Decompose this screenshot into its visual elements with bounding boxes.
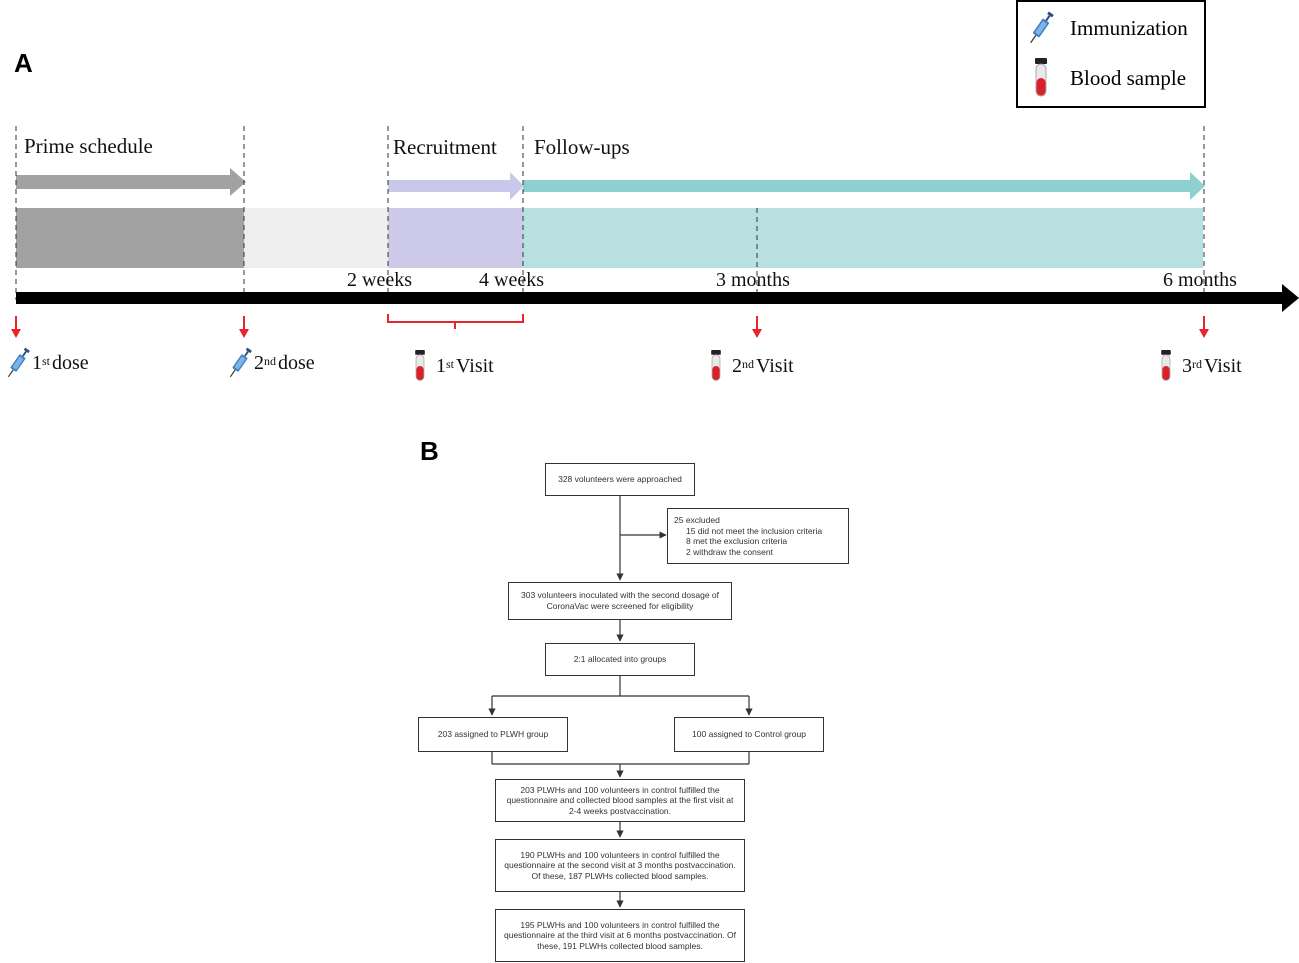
legend-immunization-label: Immunization xyxy=(1070,15,1188,40)
gap-band xyxy=(244,208,388,268)
excluded-title: 25 excluded xyxy=(674,515,720,525)
event-label: Visit xyxy=(1204,354,1242,377)
event-ordinal: st xyxy=(446,356,455,371)
event-number: 1 xyxy=(436,354,446,377)
event-number: 3 xyxy=(1182,354,1192,377)
marker-arrow xyxy=(1199,316,1209,338)
legend-blood-sample: Blood sample xyxy=(1026,56,1186,100)
box-approached: 328 volunteers were approached xyxy=(545,463,695,496)
blood-tube-icon xyxy=(415,350,425,381)
marker-arrow xyxy=(752,316,762,338)
syringe-icon xyxy=(229,347,252,378)
tick-2-weeks: 2 weeks xyxy=(347,269,412,291)
timeline-axis xyxy=(16,284,1299,312)
blood-tube-icon xyxy=(1161,350,1171,381)
event-label: dose xyxy=(52,351,89,374)
box-visit-3: 195 PLWHs and 100 volunteers in control … xyxy=(495,909,745,962)
panel-b-label: B xyxy=(420,436,439,466)
syringe-icon xyxy=(1030,11,1054,44)
followups-band xyxy=(523,208,1203,268)
phase-prime-label: Prime schedule xyxy=(24,134,153,158)
box-excluded: 25 excluded 15 did not meet the inclusio… xyxy=(667,508,849,564)
event-label: dose xyxy=(278,351,315,374)
recruitment-bracket xyxy=(387,314,524,329)
event-number: 2 xyxy=(254,351,264,374)
box-control-group: 100 assigned to Control group xyxy=(674,717,824,752)
excluded-item: 8 met the exclusion criteria xyxy=(686,536,788,547)
event-ordinal: nd xyxy=(264,353,276,368)
blood-tube-icon xyxy=(1035,58,1047,97)
event-ordinal: nd xyxy=(742,356,754,371)
box-screened: 303 volunteers inoculated with the secon… xyxy=(508,582,732,620)
event-number: 1 xyxy=(32,351,42,374)
event-ordinal: rd xyxy=(1192,356,1202,371)
event-label: Visit xyxy=(456,354,494,377)
followups-arrow xyxy=(523,172,1205,200)
marker-arrow xyxy=(11,316,21,338)
marker-arrow xyxy=(239,316,249,338)
blood-tube-icon xyxy=(711,350,721,381)
box-allocated: 2:1 allocated into groups xyxy=(545,643,695,676)
panel-a-label: A xyxy=(14,48,33,78)
timeline-graphic xyxy=(11,126,1299,338)
event-label: Visit xyxy=(756,354,794,377)
event-number: 2 xyxy=(732,354,742,377)
excluded-item: 2 withdraw the consent xyxy=(686,546,773,557)
box-plwh-group: 203 assigned to PLWH group xyxy=(418,717,568,752)
recruitment-band xyxy=(388,208,523,268)
syringe-icon xyxy=(7,347,30,378)
phase-followups-label: Follow-ups xyxy=(534,135,630,159)
tick-4-weeks: 4 weeks xyxy=(479,269,544,291)
legend-blood-sample-label: Blood sample xyxy=(1070,65,1187,90)
box-visit-1: 203 PLWHs and 100 volunteers in control … xyxy=(495,779,745,822)
tick-6-months: 6 months xyxy=(1163,269,1237,291)
tick-3-months: 3 months xyxy=(716,269,790,291)
event-ordinal: st xyxy=(42,353,51,368)
excluded-item: 15 did not meet the inclusion criteria xyxy=(686,525,823,536)
prime-arrow xyxy=(16,168,246,196)
legend-immunization: Immunization xyxy=(1026,6,1188,50)
recruitment-arrow xyxy=(388,172,524,200)
phase-recruitment-label: Recruitment xyxy=(393,135,497,159)
legend: Immunization Blood sample xyxy=(1016,0,1206,108)
box-visit-2: 190 PLWHs and 100 volunteers in control … xyxy=(495,839,745,892)
prime-band xyxy=(16,208,244,268)
